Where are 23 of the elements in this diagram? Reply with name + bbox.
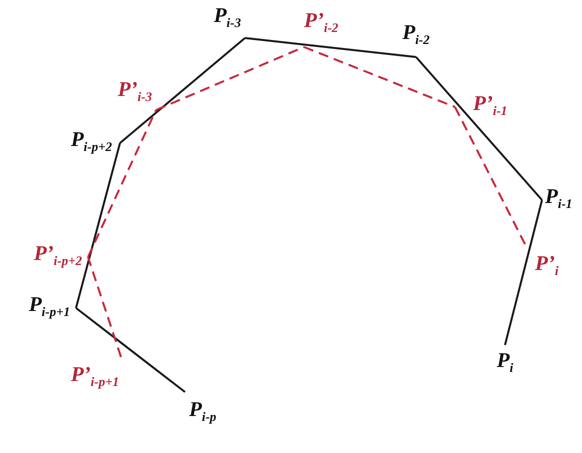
point-label: P’$_{i-3}$: [116, 76, 156, 110]
point-label: P$_{i-p+2}$: [68, 126, 120, 160]
point-label: P$_{i-1}$: [542, 182, 574, 218]
polygon-edge: [415, 56, 543, 201]
point-label: P$_{i-p}$: [185, 392, 218, 430]
polygon-edge: [119, 37, 246, 144]
polygon-edge: [504, 200, 543, 346]
point-label: P$_{i-3}$: [212, 2, 245, 38]
point-label: P$_{i}$: [494, 345, 516, 382]
point-label: P’$_{i-1}$: [455, 90, 510, 124]
polygon-edge: [75, 142, 121, 308]
dashed-polygon-edge: [156, 46, 304, 111]
point-label: P’$_{i-p+2}$: [32, 240, 88, 274]
dashed-polygon-edge: [304, 46, 456, 108]
point-label: P$_{i-p+1}$: [26, 290, 76, 326]
point-label: P’$_{i}$: [527, 248, 560, 284]
dashed-polygon-edge: [87, 110, 157, 258]
dashed-polygon-edge: [87, 256, 122, 358]
point-label: P$_{i-2}$: [400, 18, 432, 57]
polygon-edge: [244, 37, 416, 58]
point-label: P’$_{i-p+1}$: [68, 357, 121, 396]
point-label: P’$_{i-2}$: [304, 6, 340, 47]
polygon-edge: [75, 307, 186, 393]
